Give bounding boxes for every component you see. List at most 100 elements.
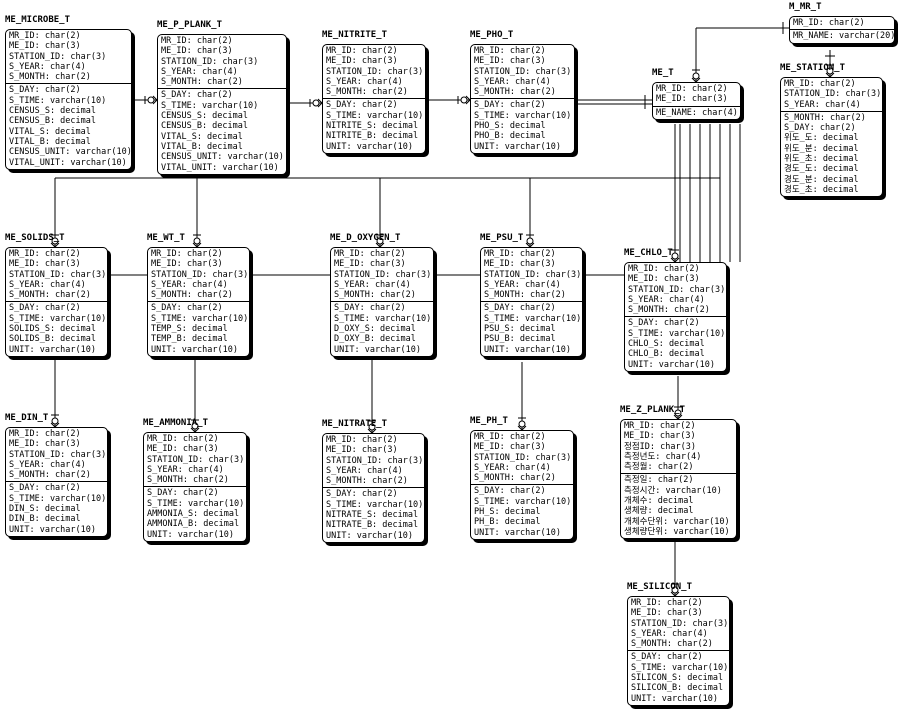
key-attribute: MR_ID: char(2) (9, 429, 81, 439)
optional-circle (191, 422, 199, 430)
key-attribute: S_YEAR: char(4) (628, 294, 705, 305)
key-attribute: ME_ID: char(3) (326, 445, 398, 456)
key-attribute: ME_ID: char(3) (9, 439, 81, 450)
attribute: AMMONIA_B: decimal (147, 519, 240, 530)
crowfoot-right (371, 428, 377, 434)
entity-box: MR_ID: char(2)MR_NAME: varchar(20) (789, 16, 895, 44)
key-attribute: S_YEAR: char(4) (147, 464, 224, 475)
attribute: S_DAY: char(2) (326, 100, 398, 111)
key-attribute: S_YEAR: char(4) (161, 66, 238, 77)
attribute: AMMONIA_S: decimal (147, 509, 240, 520)
attribute: ME_NAME: char(4) (656, 107, 738, 118)
key-attribute: S_MONTH: char(2) (147, 475, 229, 486)
key-attribute: STATION_ID: char(3) (161, 56, 259, 67)
attribute: VITAL_S: decimal (161, 131, 243, 142)
attribute-section: S_MONTH: char(2)S_DAY: char(2)위도_도: deci… (781, 112, 882, 196)
primary-key-section: MR_ID: char(2)ME_ID: char(3)STATION_ID: … (625, 263, 726, 318)
entity-box: MR_ID: char(2)ME_ID: char(3)STATION_ID: … (470, 430, 574, 540)
attribute: UNIT: varchar(10) (474, 141, 561, 152)
key-attribute: S_YEAR: char(4) (9, 459, 86, 470)
attribute: S_TIME: varchar(10) (151, 313, 249, 324)
attribute-section: S_DAY: char(2)S_TIME: varchar(10)PSU_S: … (481, 302, 582, 355)
entity-box: MR_ID: char(2)STATION_ID: char(3)S_YEAR:… (780, 77, 883, 198)
key-attribute: S_MONTH: char(2) (9, 72, 91, 83)
entity-me-ph-t[interactable]: ME_PH_T MR_ID: char(2)ME_ID: char(3)STATI… (470, 416, 574, 540)
optional-circle (674, 409, 682, 417)
primary-key-section: MR_ID: char(2)ME_ID: char(3)STATION_ID: … (481, 248, 582, 303)
attribute: UNIT: varchar(10) (326, 530, 413, 541)
attribute: 측정일: char(2) (624, 475, 694, 486)
optional-circle (193, 237, 201, 245)
attribute: S_DAY: char(2) (147, 488, 219, 499)
entity-title: ME_PH_T (470, 416, 508, 426)
key-attribute: ME_ID: char(3) (484, 259, 556, 270)
entity-me-nitrate-t[interactable]: ME_NITRATE_T MR_ID: char(2)ME_ID: char(3)… (322, 419, 425, 543)
attribute: 개체수: decimal (624, 496, 694, 507)
crowfoot-right (674, 257, 680, 263)
crowfoot-up (152, 95, 158, 101)
crowfoot-left (367, 428, 373, 434)
attribute: DIN_S: decimal (9, 504, 81, 515)
key-attribute: S_MONTH: char(2) (9, 470, 91, 481)
primary-key-section: MR_ID: char(2)ME_ID: char(3)STATION_ID: … (628, 597, 729, 652)
key-attribute: S_MONTH: char(2) (484, 290, 566, 301)
key-attribute: ME_ID: char(3) (628, 274, 700, 285)
attribute: S_TIME: varchar(10) (147, 498, 245, 509)
entity-m-mr-t[interactable]: M_MR_T MR_ID: char(2)MR_NAME: varchar(20) (789, 2, 895, 44)
entity-box: MR_ID: char(2)ME_ID: char(3)ME_NAME: cha… (652, 82, 741, 120)
attribute: CENSUS_B: decimal (161, 121, 248, 132)
attribute: UNIT: varchar(10) (631, 693, 718, 704)
crowfoot-right (54, 242, 60, 248)
key-attribute: MR_ID: char(2) (9, 249, 81, 259)
crowfoot-right (54, 422, 60, 428)
crowfoot-left (691, 77, 697, 83)
attribute: SOLIDS_S: decimal (9, 324, 96, 335)
attribute: UNIT: varchar(10) (628, 359, 715, 370)
attribute: UNIT: varchar(10) (9, 344, 96, 355)
crowfoot-right (677, 414, 683, 420)
attribute: CENSUS_UNIT: varchar(10) (9, 147, 132, 158)
entity-box: MR_ID: char(2)ME_ID: char(3)STATION_ID: … (5, 29, 132, 170)
attribute: NITRATE_B: decimal (326, 520, 419, 531)
key-attribute: ME_ID: char(3) (334, 259, 406, 270)
primary-key-section: MR_ID: char(2)ME_ID: char(3)STATION_ID: … (471, 45, 574, 100)
crowfoot-left (670, 257, 676, 263)
crowfoot-right (196, 242, 202, 248)
entity-title: M_MR_T (789, 2, 822, 12)
crowfoot-right (194, 427, 200, 433)
crowfoot-left (190, 427, 196, 433)
attribute: S_TIME: varchar(10) (484, 313, 582, 324)
key-attribute: MR_ID: char(2) (147, 434, 219, 444)
attribute: UNIT: varchar(10) (326, 141, 413, 152)
attribute: 위도_초: decimal (784, 154, 859, 165)
crowfoot-down (465, 99, 471, 105)
key-attribute: S_MONTH: char(2) (326, 476, 408, 487)
attribute: 위도_도: decimal (784, 133, 859, 144)
key-attribute: MR_ID: char(2) (326, 435, 398, 445)
key-attribute: S_MONTH: char(2) (474, 87, 556, 98)
key-attribute: S_YEAR: char(4) (151, 279, 228, 290)
optional-circle (826, 67, 834, 75)
entity-title: ME_NITRATE_T (322, 419, 388, 429)
optional-circle (312, 99, 320, 107)
attribute: S_DAY: char(2) (784, 123, 856, 134)
attribute-section: S_DAY: char(2)S_TIME: varchar(10)SILICON… (628, 651, 729, 704)
optional-circle (147, 96, 155, 104)
primary-key-section: MR_ID: char(2)ME_ID: char(3)STATION_ID: … (6, 30, 131, 85)
key-attribute: STATION_ID: char(3) (474, 452, 572, 463)
